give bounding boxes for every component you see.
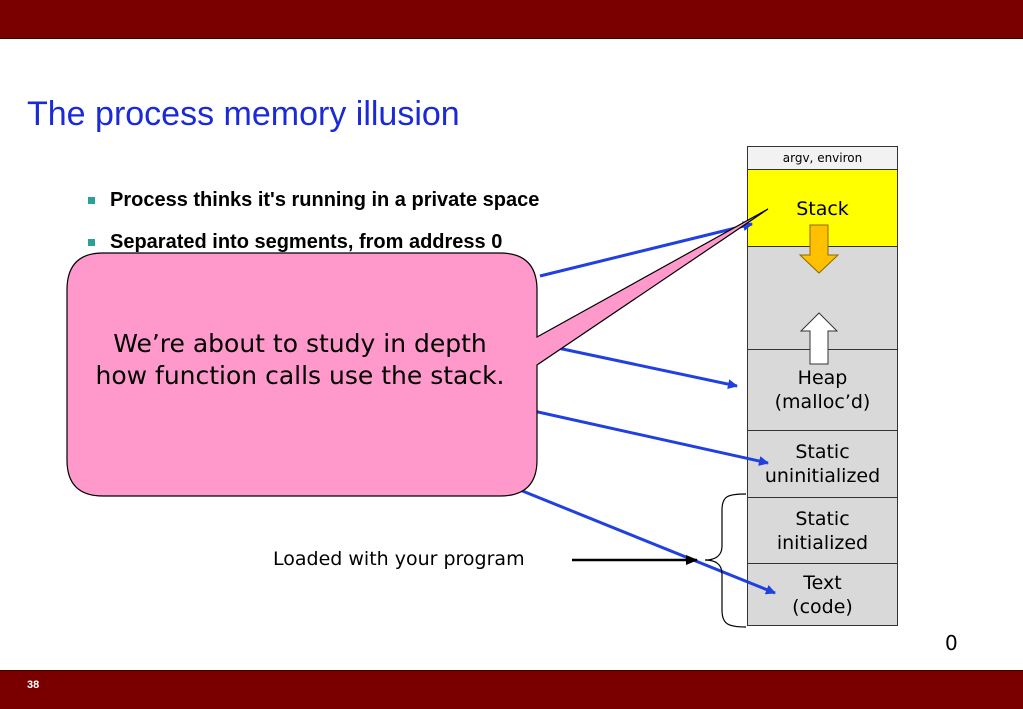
bullet-item: Separated into segments, from address 0	[88, 231, 648, 273]
callout-text: We’re about to study in depth how functi…	[95, 329, 505, 390]
bullet-text: Process thinks it's running in a private…	[110, 189, 540, 211]
segment-label: Heap (malloc’d)	[774, 367, 871, 413]
callout-bubble	[66, 208, 769, 497]
arrow-to-text	[519, 488, 776, 595]
bullet-list: Process thinks it's running in a private…	[88, 189, 648, 273]
segment-static-initialized: Static initialized	[747, 497, 898, 564]
bullet-item: Process thinks it's running in a private…	[88, 189, 648, 231]
segment-text: Text (code)	[747, 563, 898, 626]
top-bar	[0, 0, 1023, 39]
stack-grows-down-arrow-icon	[798, 224, 840, 274]
arrow-to-stack	[539, 221, 753, 278]
segment-argv-environ: argv, environ	[747, 146, 898, 170]
bullet-text: Separated into segments, from address 0	[110, 231, 503, 253]
segment-label: Static uninitialized	[764, 441, 881, 487]
address-zero-label: 0	[945, 631, 958, 655]
segment-static-uninitialized: Static uninitialized	[747, 430, 898, 498]
loaded-with-program-label: Loaded with your program	[273, 548, 525, 570]
arrow-to-static-uninitialized	[519, 406, 769, 466]
segment-label: argv, environ	[782, 151, 863, 165]
bullet-square-icon	[88, 197, 95, 204]
curly-brace-icon	[704, 493, 747, 628]
segment-label: Static initialized	[776, 507, 869, 554]
heap-grows-up-arrow-icon	[799, 312, 839, 365]
slide-title: The process memory illusion	[27, 95, 460, 133]
bottom-bar: 38	[0, 670, 1023, 709]
segment-label: Text (code)	[792, 571, 853, 618]
segment-label: Stack	[796, 198, 849, 220]
bullet-square-icon	[88, 239, 95, 246]
page-number: 38	[27, 679, 40, 691]
